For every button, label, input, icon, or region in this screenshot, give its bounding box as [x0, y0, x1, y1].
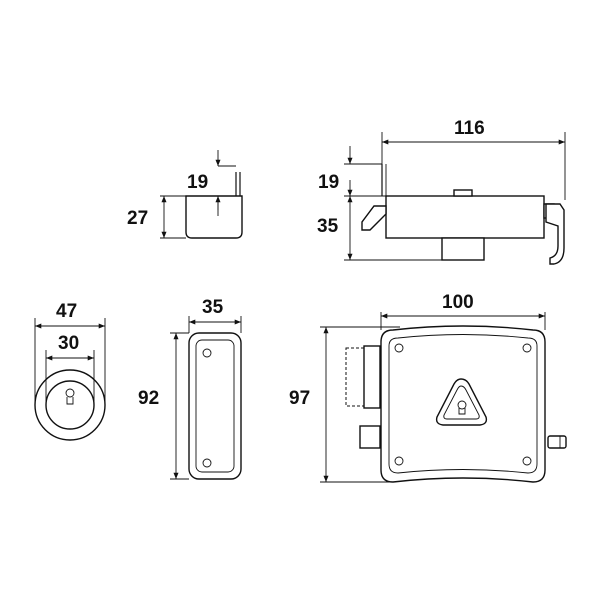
lock-width-label: 100 — [442, 292, 474, 313]
side-view — [361, 164, 565, 265]
lock-front-view — [320, 312, 567, 483]
lock-height-dimension: 97 — [289, 327, 329, 482]
end-plate-width-dimension: 35 — [189, 297, 241, 325]
cylinder-outer-label: 47 — [56, 301, 77, 322]
end-plate-view — [170, 316, 242, 480]
side-height-upper-dimension: 19 — [318, 146, 386, 197]
side-width-label: 116 — [454, 118, 485, 139]
keep-height-upper-dimension: 19 — [187, 150, 221, 210]
side-height-lower-dimension: 35 — [317, 196, 442, 261]
lock-width-dimension: 100 — [381, 292, 545, 319]
end-plate-height-label: 92 — [138, 388, 159, 409]
cylinder-view — [34, 318, 106, 441]
side-width-dimension: 116 — [381, 118, 566, 200]
keep-height-lower-label: 27 — [127, 208, 148, 229]
end-plate-width-label: 35 — [202, 297, 224, 318]
end-plate-height-dimension: 92 — [138, 333, 179, 479]
cylinder-inner-label: 30 — [58, 333, 79, 354]
side-height-upper-label: 19 — [318, 172, 339, 193]
keep-height-upper-label: 19 — [187, 172, 208, 193]
side-height-lower-label: 35 — [317, 216, 339, 237]
cylinder-inner-dimension: 30 — [46, 333, 94, 361]
lock-height-label: 97 — [289, 388, 310, 409]
cylinder-outer-dimension: 47 — [35, 301, 105, 329]
keep-height-lower-dimension: 27 — [127, 196, 167, 238]
